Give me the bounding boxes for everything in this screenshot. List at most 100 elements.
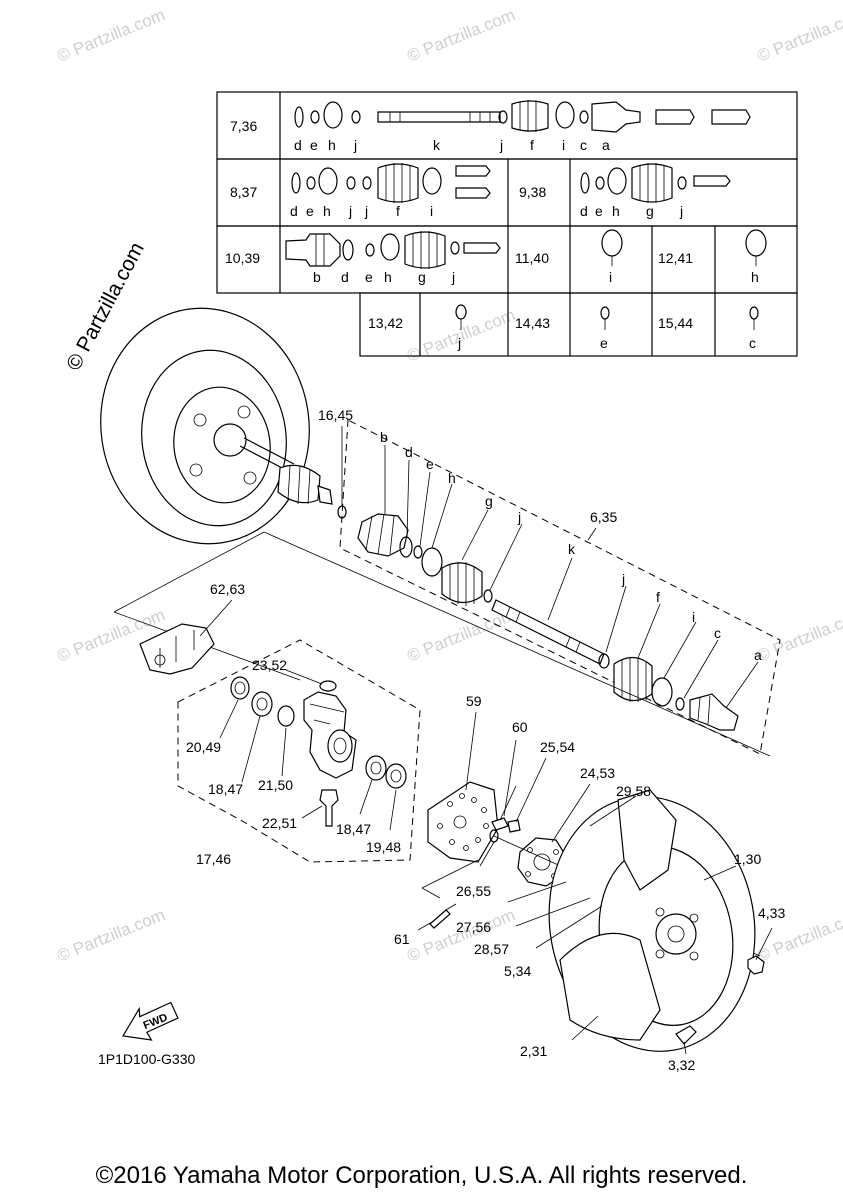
kit-letter: e <box>306 203 314 219</box>
table-ref: 12,41 <box>658 250 693 266</box>
callout-d: d <box>405 444 413 460</box>
kit-letter: b <box>313 269 321 285</box>
kit-letter: j <box>679 203 683 219</box>
kit-letter: a <box>602 137 610 153</box>
callout-f: f <box>656 589 660 605</box>
callout-a: a <box>754 647 762 663</box>
kit-letter: h <box>323 203 331 219</box>
table-ref: 13,42 <box>368 315 403 331</box>
callout-c: c <box>714 625 721 641</box>
callout-25-54: 25,54 <box>540 739 575 755</box>
callout-1-30: 1,30 <box>734 851 761 867</box>
kit-letter: d <box>580 203 588 219</box>
kit-single-parts: i h j e c <box>455 229 767 351</box>
watermark: © Partzilla.com <box>404 5 517 66</box>
callout-5-34: 5,34 <box>504 963 531 979</box>
kit-letter: d <box>294 137 302 153</box>
knuckle-assembly <box>113 531 771 863</box>
wheel-front-right <box>548 789 765 1052</box>
fwd-arrow-icon: FWD <box>122 1001 179 1041</box>
kit-letter: i <box>609 269 612 285</box>
kit-letter: j <box>348 203 352 219</box>
callout-23-52: 23,52 <box>252 657 287 673</box>
kit-letter: e <box>595 203 603 219</box>
kit-letter: c <box>749 335 756 351</box>
callout-60: 60 <box>512 719 528 735</box>
callout-20-49: 20,49 <box>186 739 221 755</box>
kit-10-39-parts: b d e h g j <box>285 231 501 285</box>
kit-letter: g <box>646 203 654 219</box>
kit-table: 7,36 8,37 9,38 10,39 11,40 12,41 13,42 1… <box>216 91 798 357</box>
kit-letter: e <box>365 269 373 285</box>
kit-letter: h <box>751 269 759 285</box>
callout-3-32: 3,32 <box>668 1057 695 1073</box>
kit-letter: f <box>530 137 534 153</box>
callout-2-31: 2,31 <box>520 1043 547 1059</box>
callout-6-35: 6,35 <box>590 509 617 525</box>
kit-9-38-parts: d e h g j <box>580 163 731 219</box>
kit-letter: h <box>384 269 392 285</box>
kit-letter: k <box>433 137 441 153</box>
callout-22-51: 22,51 <box>262 815 297 831</box>
callout-g: g <box>485 493 493 509</box>
kit-letter: h <box>328 137 336 153</box>
kit-letter: j <box>499 137 503 153</box>
callout-4-33: 4,33 <box>758 905 785 921</box>
table-ref: 8,37 <box>230 184 257 200</box>
drive-shaft-assembly <box>337 419 781 755</box>
table-ref: 7,36 <box>230 118 257 134</box>
watermark: © Partzilla.com <box>754 605 843 666</box>
callout-28-57: 28,57 <box>474 941 509 957</box>
kit-letter: f <box>396 203 400 219</box>
table-ref: 15,44 <box>658 315 693 331</box>
table-ref: 10,39 <box>225 250 260 266</box>
kit-8-37-parts: d e h j j f i <box>290 163 491 219</box>
kit-letter: d <box>290 203 298 219</box>
kit-letter: e <box>600 335 608 351</box>
callout-62-63: 62,63 <box>210 581 245 597</box>
kit-letter: i <box>562 137 565 153</box>
kit-letter: j <box>353 137 357 153</box>
callout-27-56: 27,56 <box>456 919 491 935</box>
watermark: © Partzilla.com <box>54 905 167 966</box>
callout-24-53: 24,53 <box>580 765 615 781</box>
kit-letter: j <box>364 203 368 219</box>
callout-k: k <box>568 541 576 557</box>
wheel-rear-left <box>100 307 333 545</box>
diagram-code: 1P1D100-G330 <box>98 1051 196 1067</box>
callout-59: 59 <box>466 693 482 709</box>
callout-26-55: 26,55 <box>456 883 491 899</box>
table-ref: 9,38 <box>519 184 546 200</box>
table-ref: 14,43 <box>515 315 550 331</box>
callout-19-48: 19,48 <box>366 839 401 855</box>
watermark: © Partzilla.com <box>54 5 167 66</box>
callout-h: h <box>448 470 456 486</box>
callout-labels: 16,45 b d e h g j 6,35 k j f i c a 62,63… <box>186 407 785 1073</box>
watermark: © Partzilla.com <box>754 5 843 66</box>
kit-7-36-parts: d e h j k j f i c a <box>294 100 751 153</box>
callout-18-47: 18,47 <box>336 821 371 837</box>
callout-i: i <box>692 609 695 625</box>
kit-letter: e <box>310 137 318 153</box>
leader-lines <box>199 426 773 1055</box>
callout-18-47: 18,47 <box>208 781 243 797</box>
kit-letter: i <box>430 203 433 219</box>
callout-17-46: 17,46 <box>196 851 231 867</box>
kit-letter: c <box>580 137 587 153</box>
kit-letter: j <box>451 269 455 285</box>
table-ref: 11,40 <box>515 250 549 266</box>
callout-29-58: 29,58 <box>616 783 651 799</box>
callout-e: e <box>426 456 434 472</box>
kit-letter: g <box>418 269 426 285</box>
kit-letter: h <box>612 203 620 219</box>
callout-16-45: 16,45 <box>318 407 353 423</box>
callout-21-50: 21,50 <box>258 777 293 793</box>
kit-letter: j <box>457 335 461 351</box>
callout-j: j <box>517 509 521 525</box>
callout-61: 61 <box>394 931 410 947</box>
callout-j: j <box>621 571 625 587</box>
copyright-footer: ©2016 Yamaha Motor Corporation, U.S.A. A… <box>95 1162 748 1189</box>
callout-b: b <box>380 429 388 445</box>
kit-letter: d <box>341 269 349 285</box>
